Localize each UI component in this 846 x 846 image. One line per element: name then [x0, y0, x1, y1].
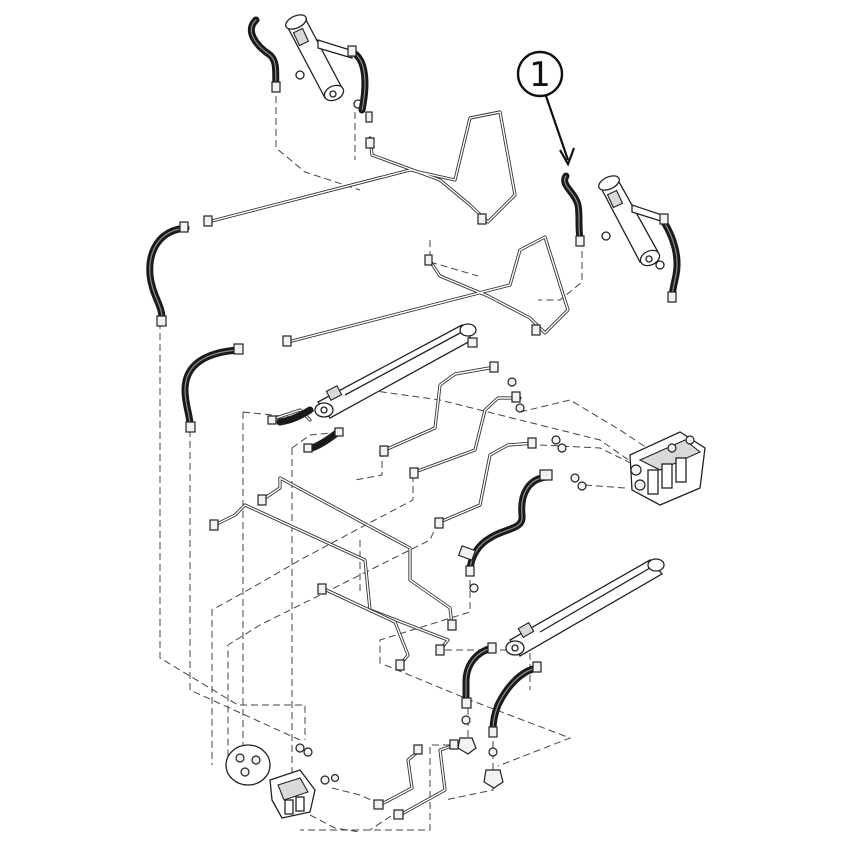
fittings	[156, 45, 677, 820]
tube-left-small	[320, 586, 410, 667]
tube-middle-loop	[286, 235, 570, 344]
callout-leader-arrow	[544, 95, 570, 161]
hose-left-upper	[146, 224, 190, 322]
cylinder-top	[285, 14, 363, 109]
hose-right-cylinder	[660, 218, 681, 302]
tube-bottom-left	[378, 748, 422, 807]
tube-center-mid	[413, 396, 522, 474]
rigid-tubes	[206, 110, 570, 817]
cylinder-long-lower	[505, 558, 665, 657]
tube-center-upper	[383, 365, 497, 452]
cylinder-long-upper	[314, 323, 477, 419]
tube-center-lower	[438, 441, 537, 524]
hose-left-lower	[181, 346, 242, 429]
hoses	[146, 16, 681, 734]
hose-small-upper	[276, 406, 314, 426]
tube-bottom-right	[398, 743, 457, 817]
callout-number: 1	[529, 55, 551, 95]
hose-center-s	[466, 473, 552, 572]
tube-left-long	[213, 503, 450, 652]
callout-circle	[516, 50, 564, 98]
tube-small-left	[268, 408, 312, 422]
hose-lower-left	[462, 644, 496, 704]
hose-lower-right	[489, 664, 542, 734]
callout-1: 1	[516, 50, 576, 167]
hose-top-center	[348, 48, 369, 114]
tube-left-short	[260, 476, 454, 627]
hose-callout-1	[561, 172, 584, 242]
dashed-connection-lines	[159, 96, 651, 833]
tube-upper-loop	[206, 110, 517, 224]
pump-assembly-bottom	[225, 743, 340, 819]
hose-top-left	[247, 16, 280, 92]
cylinder-right	[598, 175, 665, 270]
control-valve-right	[629, 431, 706, 506]
callout-arrowhead	[559, 147, 576, 167]
